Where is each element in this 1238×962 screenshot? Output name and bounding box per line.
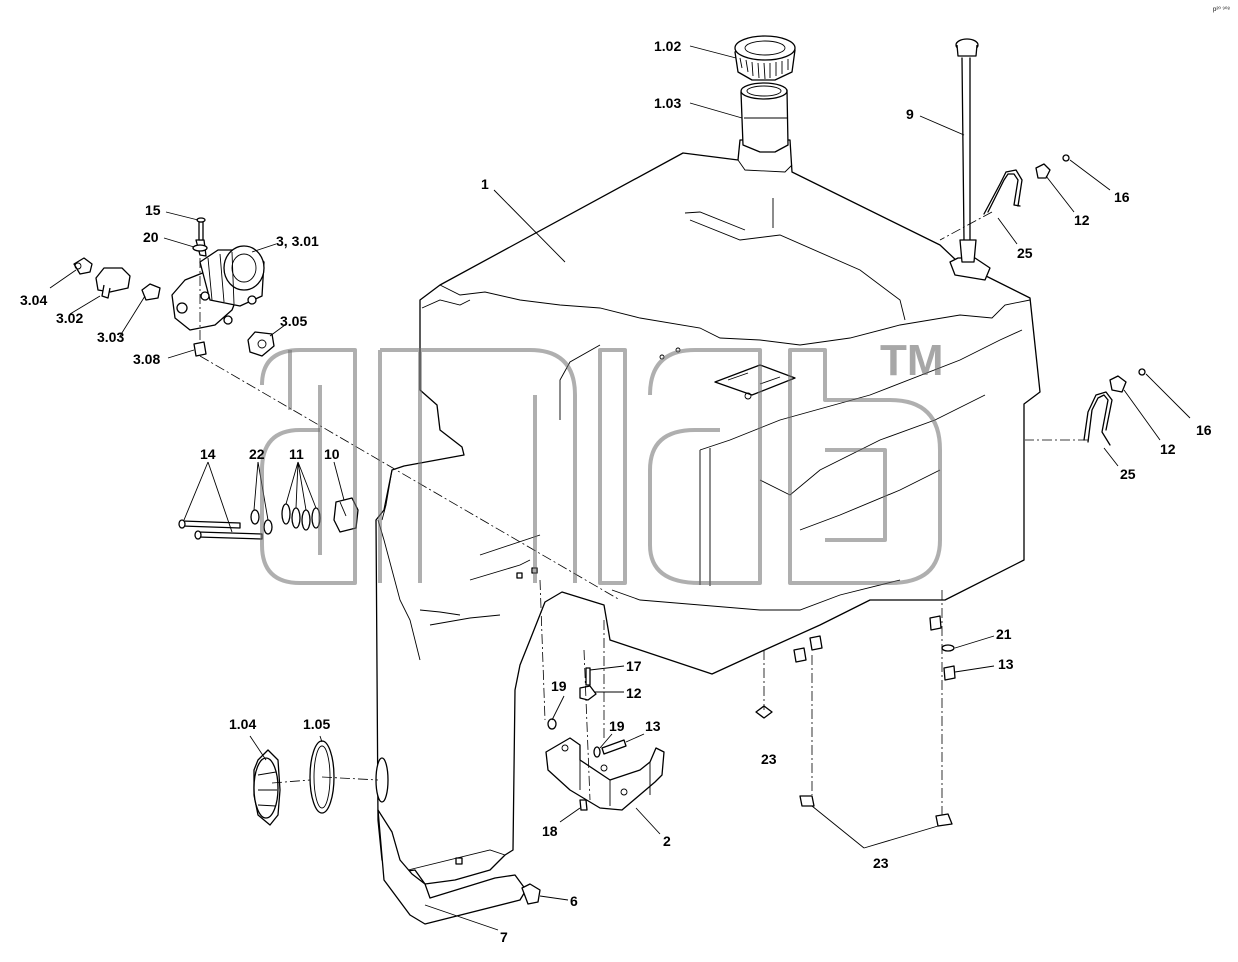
callout-3-02: 3.02 [56, 310, 83, 326]
callout-18: 18 [542, 823, 558, 839]
callout-1: 1 [481, 176, 489, 192]
fuel-tank [375, 139, 1041, 885]
callout-23-upper: 23 [761, 751, 777, 767]
bolt-13-bracket [601, 739, 627, 755]
elbow-305 [247, 331, 275, 357]
callout-7: 7 [500, 929, 508, 945]
callout-labels: 1 1.02 1.03 9 16 12 25 15 20 3, 3.01 3.0… [20, 38, 1212, 945]
callout-3-04: 3.04 [20, 292, 47, 308]
nut-12-bracket [579, 685, 597, 701]
adapter-303 [141, 283, 161, 301]
tank-guard-7 [377, 809, 527, 925]
callout-13-bracket: 13 [645, 718, 661, 734]
callout-21: 21 [996, 626, 1012, 642]
dipstick [955, 38, 979, 263]
leader-lines [49, 45, 1191, 931]
callout-1-04: 1.04 [229, 716, 256, 732]
callout-25-lower: 25 [1120, 466, 1136, 482]
reference-code: p²⁰ ⁹⁰⁸ [1213, 6, 1230, 13]
callout-3-03: 3.03 [97, 329, 124, 345]
nut-18 [579, 799, 588, 811]
screw-15 [196, 217, 206, 241]
callout-17: 17 [626, 658, 642, 674]
callout-6: 6 [570, 893, 578, 909]
callout-12-lower: 12 [1160, 441, 1176, 457]
watermark-logo: TM [260, 336, 944, 585]
hose-clamp-lower [1083, 368, 1146, 446]
callout-14: 14 [200, 446, 216, 462]
rubber-pads-23 [755, 705, 953, 827]
callout-23-lower: 23 [873, 855, 889, 871]
callout-16-upper: 16 [1114, 189, 1130, 205]
callout-22: 22 [249, 446, 265, 462]
callout-11: 11 [289, 446, 304, 462]
callout-19-upper: 19 [551, 678, 567, 694]
fuel-pump-assembly [171, 239, 265, 331]
callout-10: 10 [324, 446, 340, 462]
callout-3-3-01: 3, 3.01 [276, 233, 319, 249]
callout-12-upper: 12 [1074, 212, 1090, 228]
washer-19-bracket [593, 746, 601, 758]
callout-20: 20 [143, 229, 159, 245]
callout-9: 9 [906, 106, 914, 122]
assembly-lines [199, 211, 1088, 815]
callout-15: 15 [145, 202, 161, 218]
filler-neck [740, 82, 789, 153]
callout-1-05: 1.05 [303, 716, 330, 732]
mounting-bracket-2 [545, 737, 665, 811]
callout-3-08: 3.08 [133, 351, 160, 367]
callout-19-lower: 19 [609, 718, 625, 734]
fitting-302 [95, 267, 131, 299]
callout-1-02: 1.02 [654, 38, 681, 54]
washer-20 [192, 244, 208, 252]
bolt-17 [585, 667, 591, 686]
filler-cap [734, 35, 796, 81]
fitting-6 [521, 883, 541, 905]
trademark-symbol: TM [880, 336, 944, 385]
spacers-11 [281, 503, 321, 531]
fuel-sender-104 [253, 749, 281, 826]
bolts-14 [178, 519, 263, 540]
callout-2: 2 [663, 833, 671, 849]
cap-308 [193, 341, 207, 357]
callout-16-lower: 16 [1196, 422, 1212, 438]
washer-19-upper [547, 718, 557, 730]
callout-25-upper: 25 [1017, 245, 1033, 261]
hose-clamp-upper [983, 154, 1070, 215]
elbow-fitting-304 [73, 257, 93, 275]
callout-3-05: 3.05 [280, 313, 307, 329]
callout-12-bracket: 12 [626, 685, 642, 701]
bolts-under-tank [793, 615, 956, 681]
callout-13-right: 13 [998, 656, 1014, 672]
callout-1-03: 1.03 [654, 95, 681, 111]
